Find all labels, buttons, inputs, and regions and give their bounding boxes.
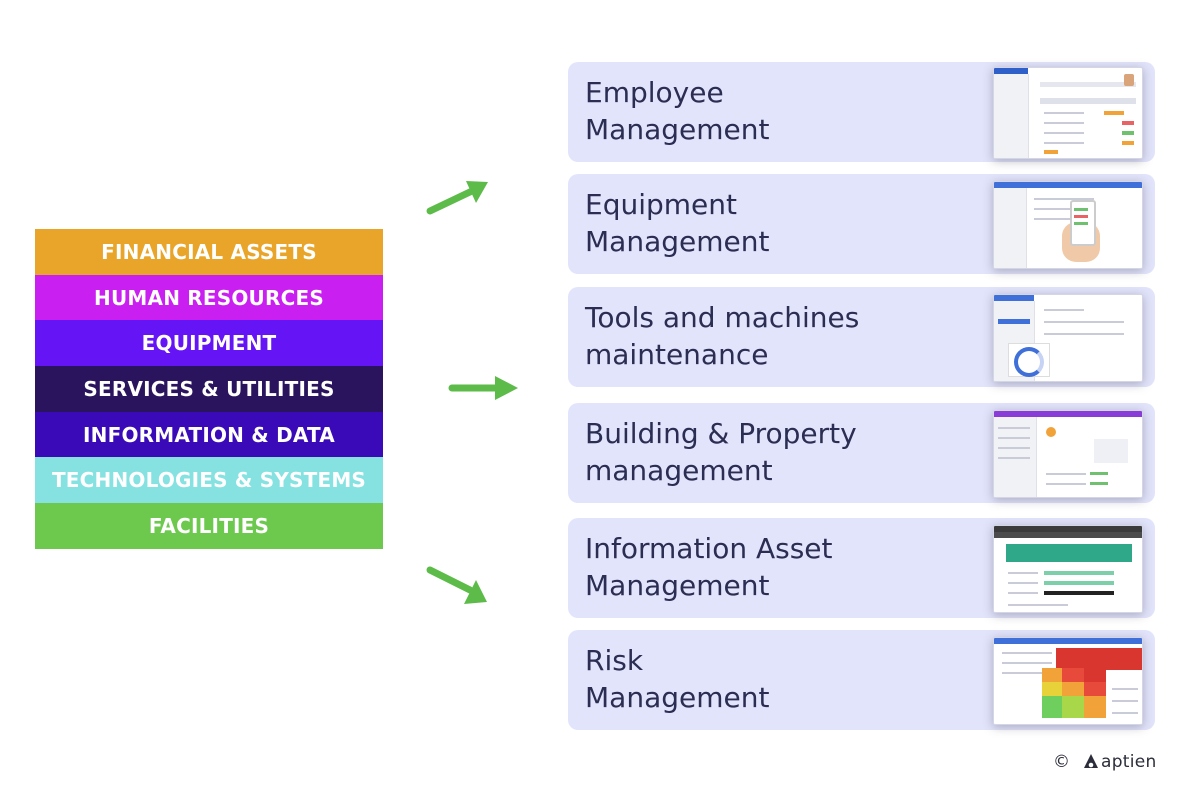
card-title: Equipment Management [585, 188, 770, 258]
building-app-screenshot [993, 410, 1143, 498]
brand-name: aptien [1101, 752, 1157, 772]
card-employee-management[interactable]: Employee Management [568, 62, 1155, 162]
card-equipment-management[interactable]: Equipment Management [568, 174, 1155, 274]
asset-category-stack: FINANCIAL ASSETS HUMAN RESOURCES EQUIPME… [35, 229, 383, 549]
card-title: Risk Management [585, 644, 770, 714]
aptien-logo-icon [1084, 754, 1098, 768]
information-asset-app-screenshot [993, 525, 1143, 613]
card-building-property-management[interactable]: Building & Property management [568, 403, 1155, 503]
arrow-down-right-icon [426, 566, 487, 604]
category-technologies-systems: TECHNOLOGIES & SYSTEMS [35, 457, 383, 504]
category-services-utilities: SERVICES & UTILITIES [35, 366, 383, 412]
employee-app-screenshot [993, 67, 1143, 159]
copyright-symbol: © [1053, 752, 1070, 772]
card-information-asset-management[interactable]: Information Asset Management [568, 518, 1155, 618]
card-title: Building & Property management [585, 417, 857, 487]
card-tools-machines-maintenance[interactable]: Tools and machines maintenance [568, 287, 1155, 387]
category-financial-assets: FINANCIAL ASSETS [35, 229, 383, 275]
card-risk-management[interactable]: Risk Management [568, 630, 1155, 730]
aptien-logo: aptien [1084, 752, 1157, 772]
arrow-right-icon [448, 376, 518, 400]
risk-app-screenshot [993, 637, 1143, 725]
arrow-up-right-icon [426, 181, 488, 215]
footer: © aptien [1053, 752, 1157, 772]
card-title: Employee Management [585, 76, 770, 146]
maintenance-app-screenshot [993, 294, 1143, 382]
category-human-resources: HUMAN RESOURCES [35, 274, 383, 321]
category-information-data: INFORMATION & DATA [35, 411, 383, 458]
card-title: Information Asset Management [585, 532, 833, 602]
category-facilities: FACILITIES [35, 503, 383, 549]
equipment-app-screenshot [993, 181, 1143, 269]
category-equipment: EQUIPMENT [35, 320, 383, 367]
card-title: Tools and machines maintenance [585, 301, 860, 371]
